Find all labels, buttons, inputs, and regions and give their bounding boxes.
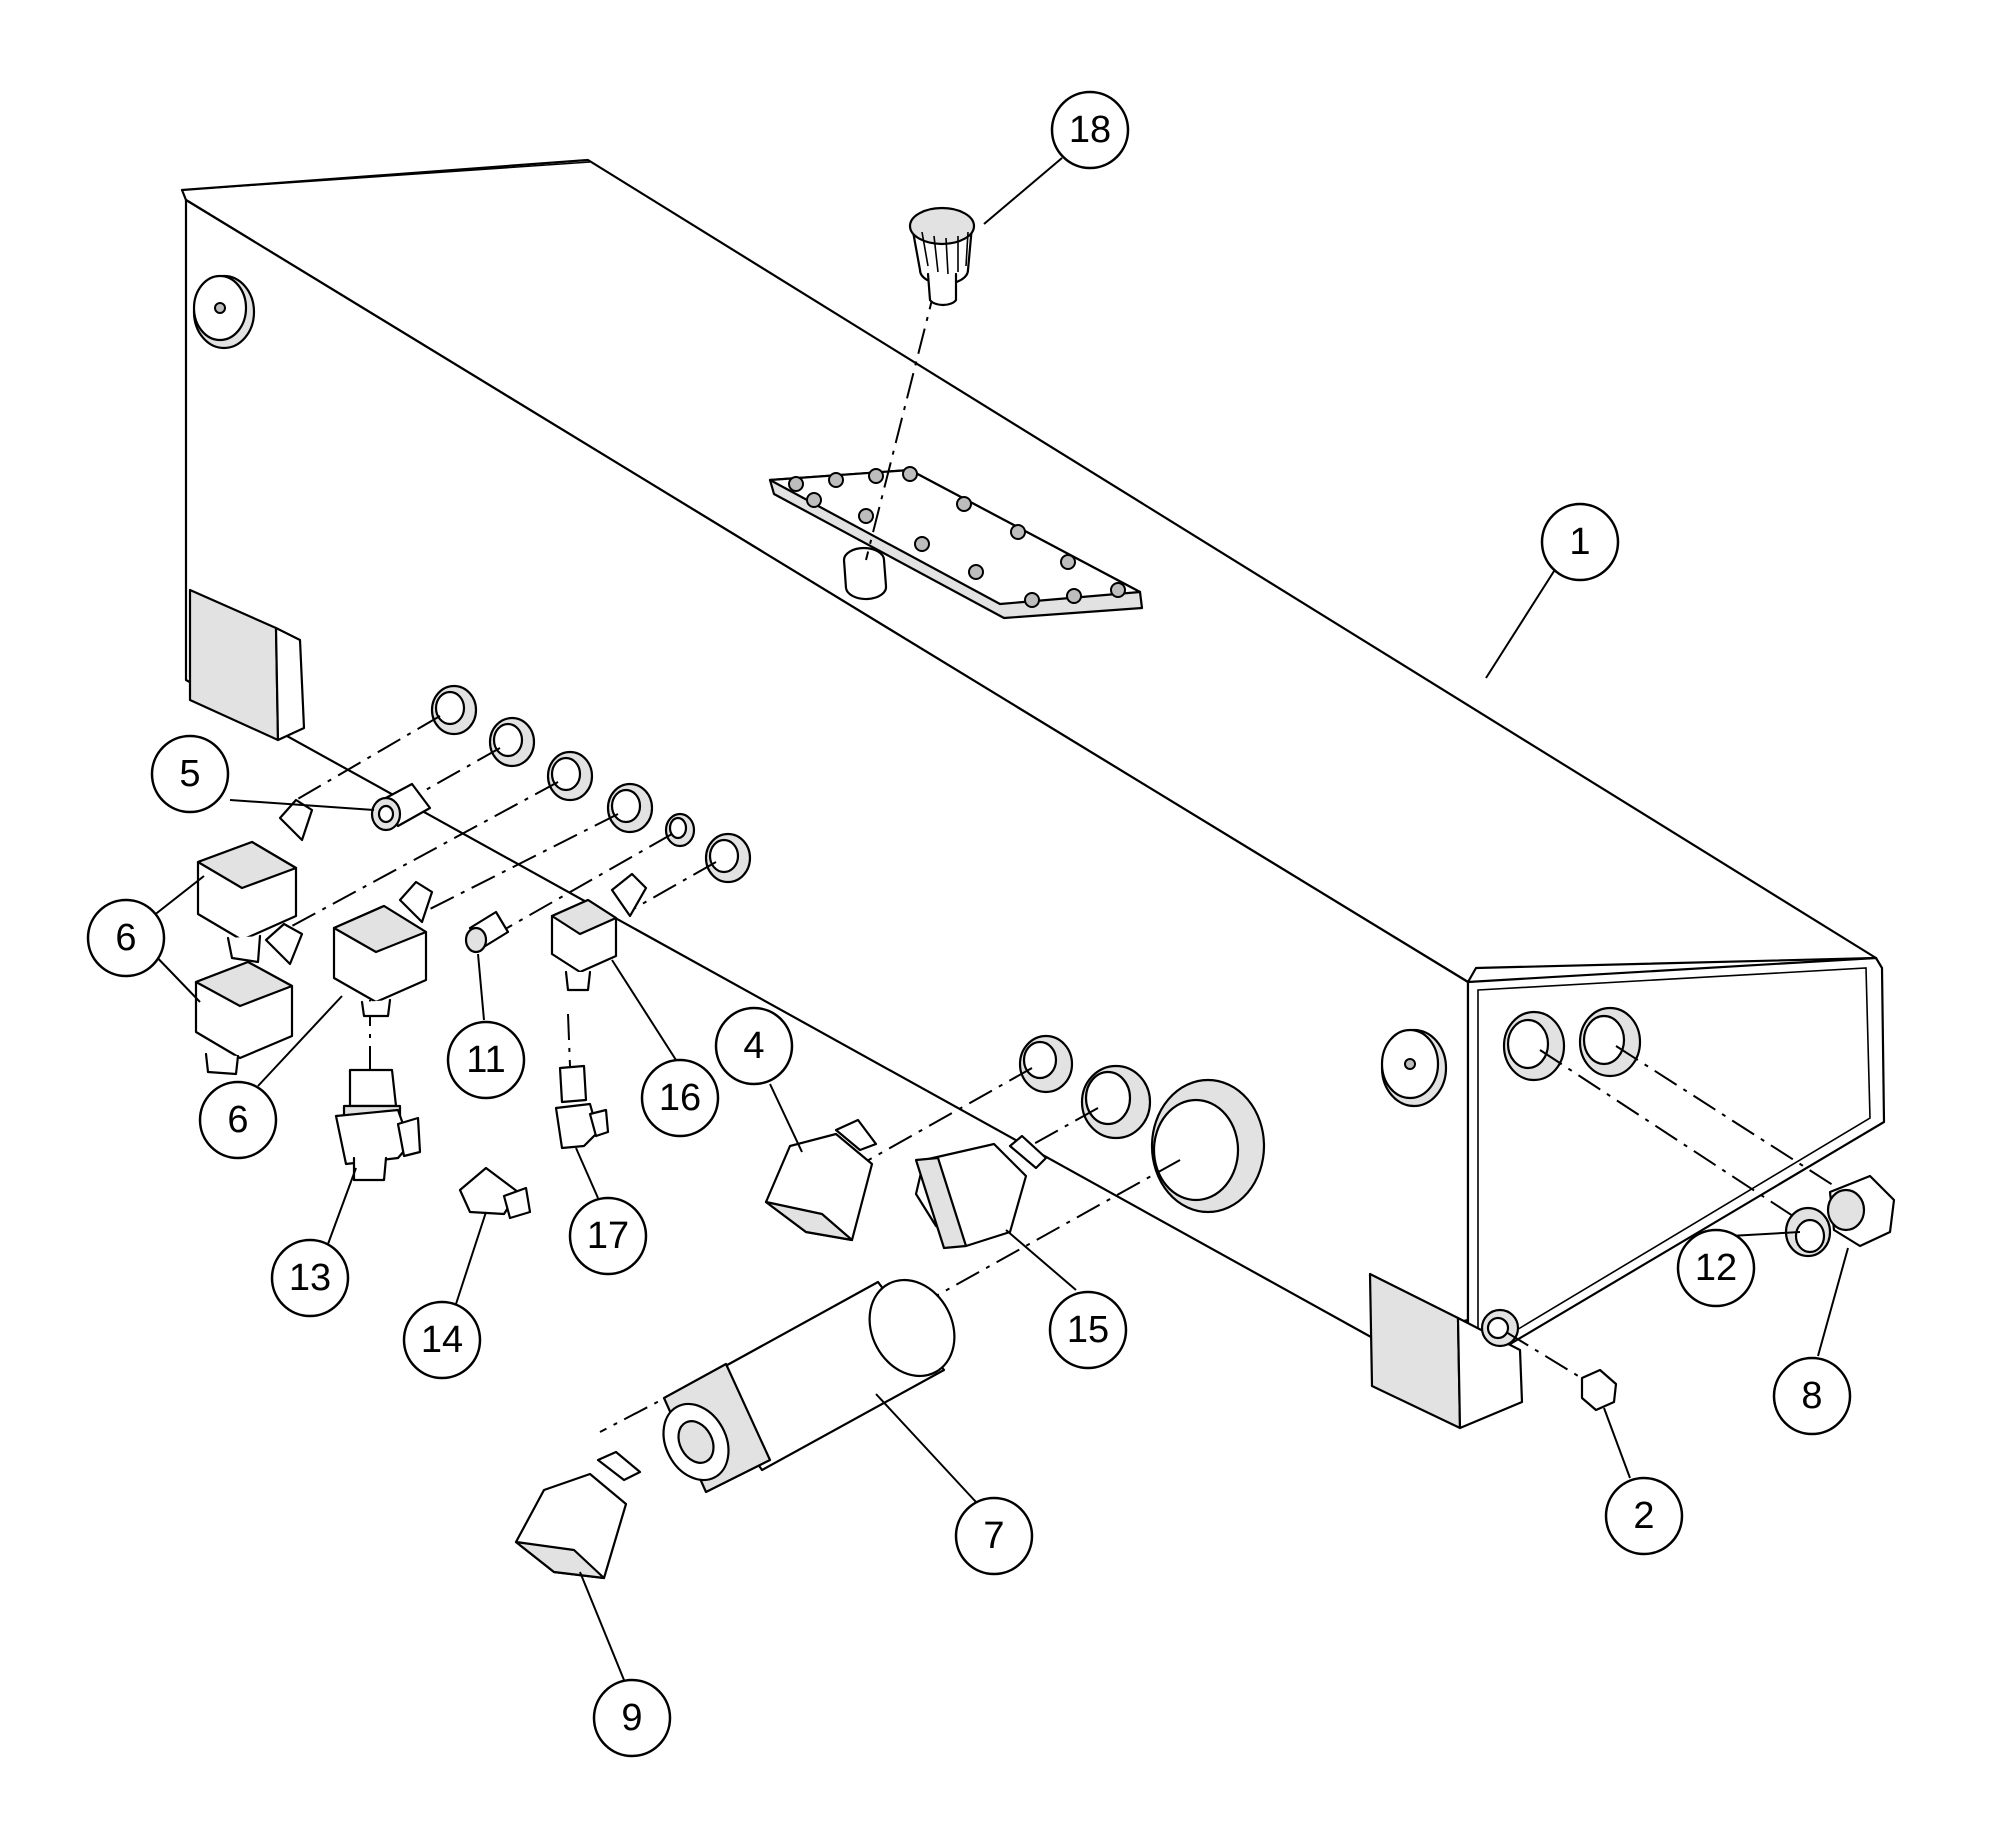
callout-7: 7 — [954, 1496, 1034, 1576]
callout-18: 18 — [1050, 90, 1130, 170]
elbow-45-15 — [914, 1134, 1048, 1250]
callout-12: 12 — [1676, 1228, 1756, 1308]
sight-gauge — [1784, 1206, 1832, 1258]
callout-16: 16 — [640, 1058, 720, 1138]
callout-label: 4 — [743, 1025, 764, 1067]
callout-6b: 6 — [198, 1080, 278, 1160]
callout-15: 15 — [1048, 1290, 1128, 1370]
isolator-pad-left — [192, 274, 256, 350]
callout-14: 14 — [402, 1300, 482, 1380]
callout-8: 8 — [1772, 1356, 1852, 1436]
callout-9: 9 — [592, 1678, 672, 1758]
adapter-11 — [464, 910, 510, 954]
callout-6a: 6 — [86, 898, 166, 978]
callout-17: 17 — [568, 1196, 648, 1276]
callout-label: 8 — [1801, 1375, 1822, 1417]
tee-17 — [554, 1064, 610, 1150]
adapter-14 — [458, 1166, 532, 1220]
tee-13 — [334, 1068, 422, 1182]
tank-port-row — [430, 684, 1642, 1348]
elbow-90-16 — [550, 872, 648, 992]
callout-label: 2 — [1633, 1495, 1654, 1537]
callout-13: 13 — [270, 1238, 350, 1318]
breather-cap — [908, 206, 976, 307]
elbow-90-upper — [196, 798, 314, 964]
callout-5: 5 — [150, 734, 230, 814]
callout-label: 1 — [1569, 521, 1590, 563]
assembly-lines — [291, 283, 1851, 1433]
callout-label: 11 — [466, 1039, 505, 1081]
elbow-45-9 — [514, 1450, 642, 1580]
callout-label: 17 — [587, 1215, 629, 1257]
isolator-pad-right — [1380, 1028, 1448, 1108]
callout-label: 6 — [115, 917, 136, 959]
callout-label: 12 — [1695, 1247, 1737, 1289]
callout-label: 7 — [983, 1515, 1004, 1557]
callout-4: 4 — [714, 1006, 794, 1086]
suction-strainer — [662, 1278, 956, 1494]
plug-8 — [1826, 1174, 1896, 1248]
callout-label: 13 — [289, 1257, 331, 1299]
callout-label: 15 — [1067, 1309, 1109, 1351]
leader-lines — [147, 157, 1849, 1681]
hydraulic-tank — [180, 158, 1886, 1430]
callout-label: 16 — [659, 1077, 701, 1119]
callout-label: 5 — [179, 753, 200, 795]
callout-label: 6 — [227, 1099, 248, 1141]
callout-1: 1 — [1540, 502, 1620, 582]
callout-label: 14 — [421, 1319, 463, 1361]
elbow-90-middle — [332, 880, 434, 1018]
callout-2: 2 — [1604, 1476, 1684, 1556]
callout-label: 9 — [621, 1697, 642, 1739]
callout-11: 11 — [446, 1020, 526, 1100]
drain-plug — [1580, 1368, 1618, 1412]
adapter-5 — [370, 782, 432, 832]
elbow-90-lower-left — [194, 922, 304, 1076]
inspection-cover-plate — [768, 466, 1144, 620]
elbow-45-4 — [764, 1118, 878, 1242]
callout-label: 18 — [1069, 109, 1111, 151]
